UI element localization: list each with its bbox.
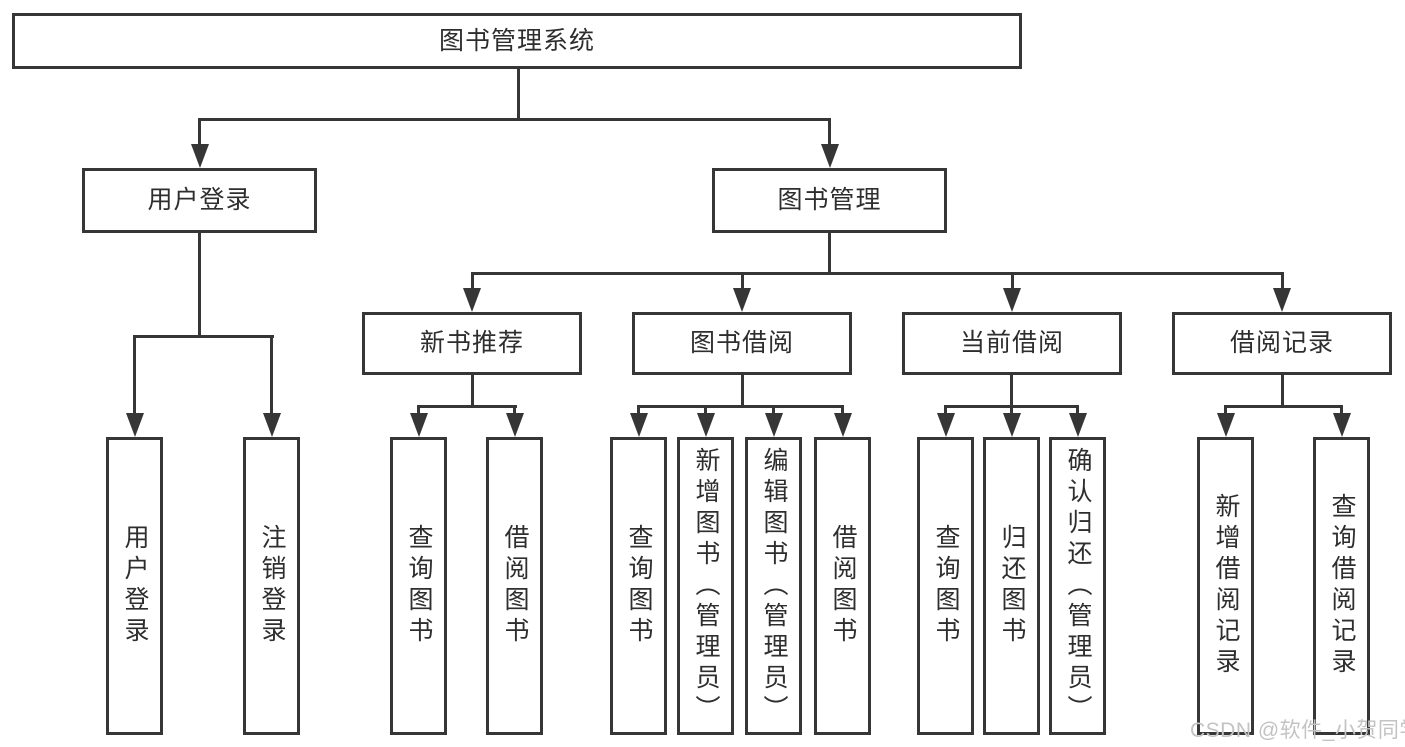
- arrow-down-icon: [936, 413, 955, 437]
- node-borrow-record: 借阅记录: [1172, 312, 1392, 375]
- connector-line: [513, 405, 516, 417]
- leaf-user-login: 用户登录: [106, 437, 163, 735]
- connector-line: [841, 405, 844, 417]
- leaf-nb-borrow-book: 借阅图书: [486, 437, 543, 735]
- node-user-login-label: 用户登录: [147, 186, 252, 214]
- node-new-book-recommend-label: 新书推荐: [419, 329, 524, 357]
- node-root-system: 图书管理系统: [12, 13, 1022, 69]
- arrow-down-icon: [1332, 413, 1351, 437]
- arrow-down-icon: [696, 413, 715, 437]
- leaf-nb-borrow-book-label: 借阅图书: [501, 524, 529, 648]
- leaf-bb-borrow-book: 借阅图书: [814, 437, 871, 735]
- arrow-down-icon: [1068, 413, 1087, 437]
- arrow-down-icon: [463, 288, 481, 312]
- connector-line: [270, 335, 273, 417]
- connector-line: [516, 69, 520, 120]
- leaf-bb-query-book: 查询图书: [610, 437, 667, 735]
- arrow-down-icon: [1273, 288, 1291, 312]
- arrow-down-icon: [505, 413, 524, 437]
- leaf-br-query-record-label: 查询借阅记录: [1328, 493, 1356, 679]
- leaf-cb-query-book-label: 查询图书: [932, 524, 960, 648]
- connector-line: [1224, 405, 1227, 417]
- connector-line: [1224, 405, 1343, 408]
- leaf-cb-confirm-return-admin-label: 确认归还（管理员）: [1064, 446, 1092, 726]
- leaf-cb-return-book-label: 归还图书: [998, 524, 1026, 648]
- node-book-borrow-label: 图书借阅: [689, 329, 794, 357]
- connector-line: [470, 375, 474, 408]
- leaf-logout-login-label: 注销登录: [258, 524, 286, 648]
- connector-line: [1280, 272, 1284, 294]
- node-book-management-label: 图书管理: [777, 186, 882, 214]
- connector-line: [133, 335, 136, 417]
- leaf-cb-confirm-return-admin: 确认归还（管理员）: [1049, 437, 1106, 735]
- connector-line: [637, 405, 640, 417]
- connector-line: [1280, 375, 1284, 408]
- arrow-down-icon: [1002, 413, 1021, 437]
- connector-line: [470, 272, 474, 294]
- connector-line: [772, 405, 775, 417]
- node-user-login: 用户登录: [82, 168, 317, 233]
- leaf-br-add-record: 新增借阅记录: [1197, 437, 1254, 735]
- arrow-down-icon: [833, 413, 852, 437]
- connector-line: [198, 233, 201, 338]
- leaf-nb-query-book-label: 查询图书: [405, 524, 433, 648]
- arrow-down-icon: [409, 413, 428, 437]
- arrow-down-icon: [1003, 288, 1021, 312]
- leaf-nb-query-book: 查询图书: [390, 437, 447, 735]
- connector-line: [1010, 272, 1014, 294]
- leaf-bb-edit-book-admin-label: 编辑图书（管理员）: [760, 446, 788, 726]
- node-borrow-record-label: 借阅记录: [1229, 329, 1334, 357]
- leaf-logout-login: 注销登录: [243, 437, 300, 735]
- connector-line: [1010, 405, 1013, 417]
- leaf-cb-return-book: 归还图书: [983, 437, 1040, 735]
- arrow-down-icon: [1216, 413, 1235, 437]
- connector-line: [637, 405, 844, 408]
- connector-line: [740, 375, 744, 408]
- connector-line: [198, 118, 831, 121]
- arrow-down-icon: [262, 413, 281, 437]
- connector-line: [828, 118, 831, 150]
- connector-line: [740, 272, 744, 294]
- connector-line: [470, 272, 1284, 275]
- node-book-borrow: 图书借阅: [632, 312, 852, 375]
- leaf-user-login-label: 用户登录: [121, 524, 149, 648]
- node-current-borrow: 当前借阅: [902, 312, 1122, 375]
- connector-line: [417, 405, 517, 408]
- connector-line: [1010, 375, 1013, 408]
- connector-line: [944, 405, 947, 417]
- connector-line: [198, 118, 201, 150]
- connector-line: [1340, 405, 1343, 417]
- leaf-cb-query-book: 查询图书: [917, 437, 974, 735]
- leaf-bb-add-book-admin-label: 新增图书（管理员）: [692, 446, 720, 726]
- node-new-book-recommend: 新书推荐: [362, 312, 582, 375]
- leaf-bb-borrow-book-label: 借阅图书: [829, 524, 857, 648]
- arrow-down-icon: [820, 144, 839, 168]
- connector-line: [417, 405, 420, 417]
- connector-line: [1076, 405, 1079, 417]
- arrow-down-icon: [125, 413, 144, 437]
- arrow-down-icon: [190, 144, 209, 168]
- connector-line: [133, 335, 274, 338]
- connector-line: [828, 233, 831, 275]
- connector-line: [704, 405, 707, 417]
- arrow-down-icon: [629, 413, 648, 437]
- leaf-bb-edit-book-admin: 编辑图书（管理员）: [745, 437, 802, 735]
- arrow-down-icon: [764, 413, 783, 437]
- arrow-down-icon: [733, 288, 751, 312]
- csdn-watermark: CSDN @软件_小贺同学: [1190, 719, 1405, 742]
- leaf-br-add-record-label: 新增借阅记录: [1212, 493, 1240, 679]
- leaf-bb-query-book-label: 查询图书: [625, 524, 653, 648]
- leaf-br-query-record: 查询借阅记录: [1313, 437, 1370, 735]
- leaf-bb-add-book-admin: 新增图书（管理员）: [677, 437, 734, 735]
- node-book-management: 图书管理: [712, 168, 947, 233]
- node-current-borrow-label: 当前借阅: [959, 329, 1064, 357]
- node-root-system-label: 图书管理系统: [438, 26, 595, 55]
